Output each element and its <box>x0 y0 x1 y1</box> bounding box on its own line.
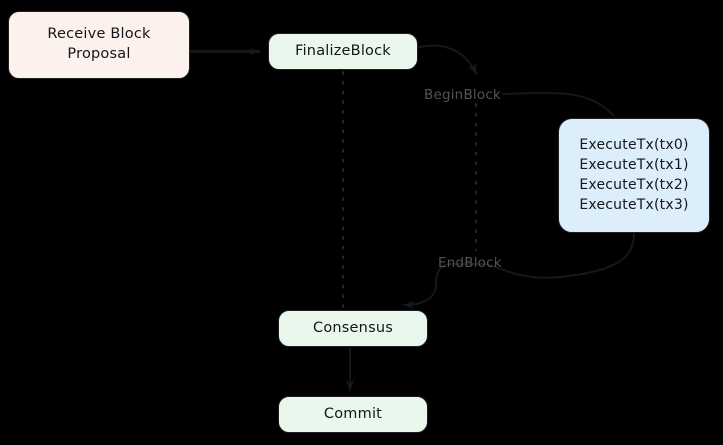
node-receive-block-proposal[interactable]: Receive Block Proposal <box>8 11 190 79</box>
node-finalize-block[interactable]: FinalizeBlock <box>268 33 418 70</box>
edge-label-end-block: EndBlock <box>438 255 502 271</box>
node-label-line: ExecuteTx(tx0) <box>579 137 689 154</box>
edge-beginblock-to-executetxs <box>502 91 615 117</box>
node-label-line: Receive Block <box>47 26 151 43</box>
node-label-line: Proposal <box>67 46 131 62</box>
node-label-line: Consensus <box>313 319 393 336</box>
node-label-line: ExecuteTx(tx3) <box>579 196 689 213</box>
node-label-line: ExecuteTx(tx1) <box>579 157 689 174</box>
node-label-line: FinalizeBlock <box>295 42 391 59</box>
node-commit[interactable]: Commit <box>278 396 428 433</box>
edge-finalize-to-beginblock <box>418 44 477 75</box>
node-label-line: ExecuteTx(tx2) <box>579 177 689 193</box>
node-label-line: Commit <box>323 405 383 422</box>
node-execute-txs[interactable]: ExecuteTx(tx0) ExecuteTx(tx1) ExecuteTx(… <box>558 118 710 233</box>
edge-label-begin-block: BeginBlock <box>424 87 501 103</box>
node-consensus[interactable]: Consensus <box>278 310 428 347</box>
